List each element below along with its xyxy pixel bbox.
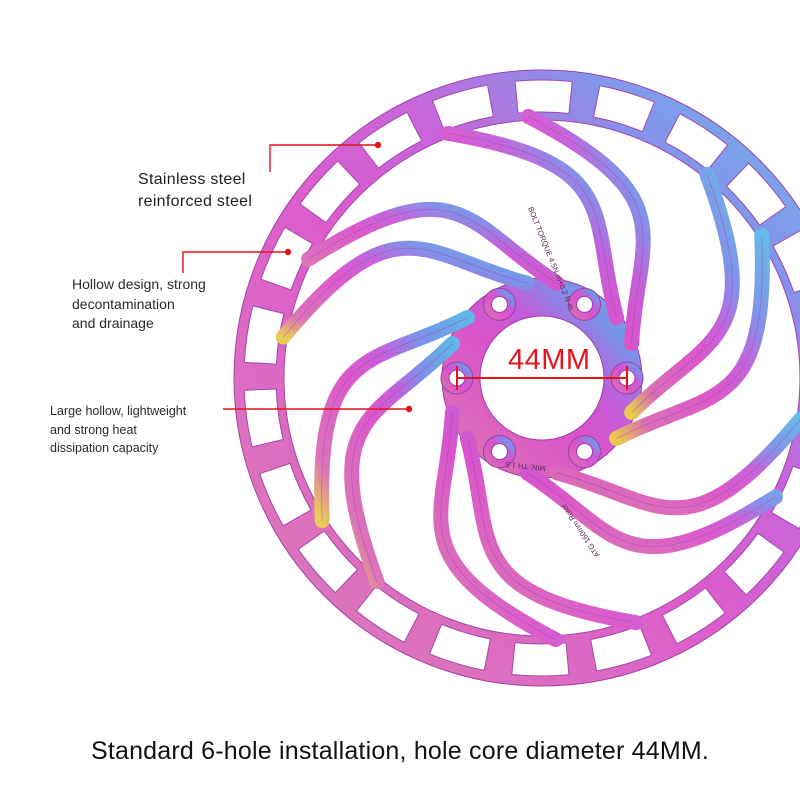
steel-callout-label: Stainless steel reinforced steel bbox=[138, 171, 253, 210]
callout-line-steel bbox=[269, 144, 378, 172]
thickness-engraving: MIN. TH 1.5 bbox=[505, 460, 546, 473]
hole-diameter-dimension bbox=[456, 366, 628, 390]
callout-lines bbox=[182, 141, 413, 413]
callout-dot-hollow bbox=[284, 248, 292, 256]
callout-line-hollow bbox=[182, 251, 288, 273]
hollow-design-callout-label: Hollow design, strong decontamination an… bbox=[72, 276, 206, 331]
hole-diameter-label: 44MM bbox=[508, 344, 591, 376]
caption: Standard 6-hole installation, hole core … bbox=[90, 737, 710, 765]
heat-dissipation-callout-label: Large hollow, lightweight and strong hea… bbox=[50, 404, 187, 455]
callout-dot-steel bbox=[374, 141, 382, 149]
callout-dot-heat bbox=[405, 405, 413, 413]
